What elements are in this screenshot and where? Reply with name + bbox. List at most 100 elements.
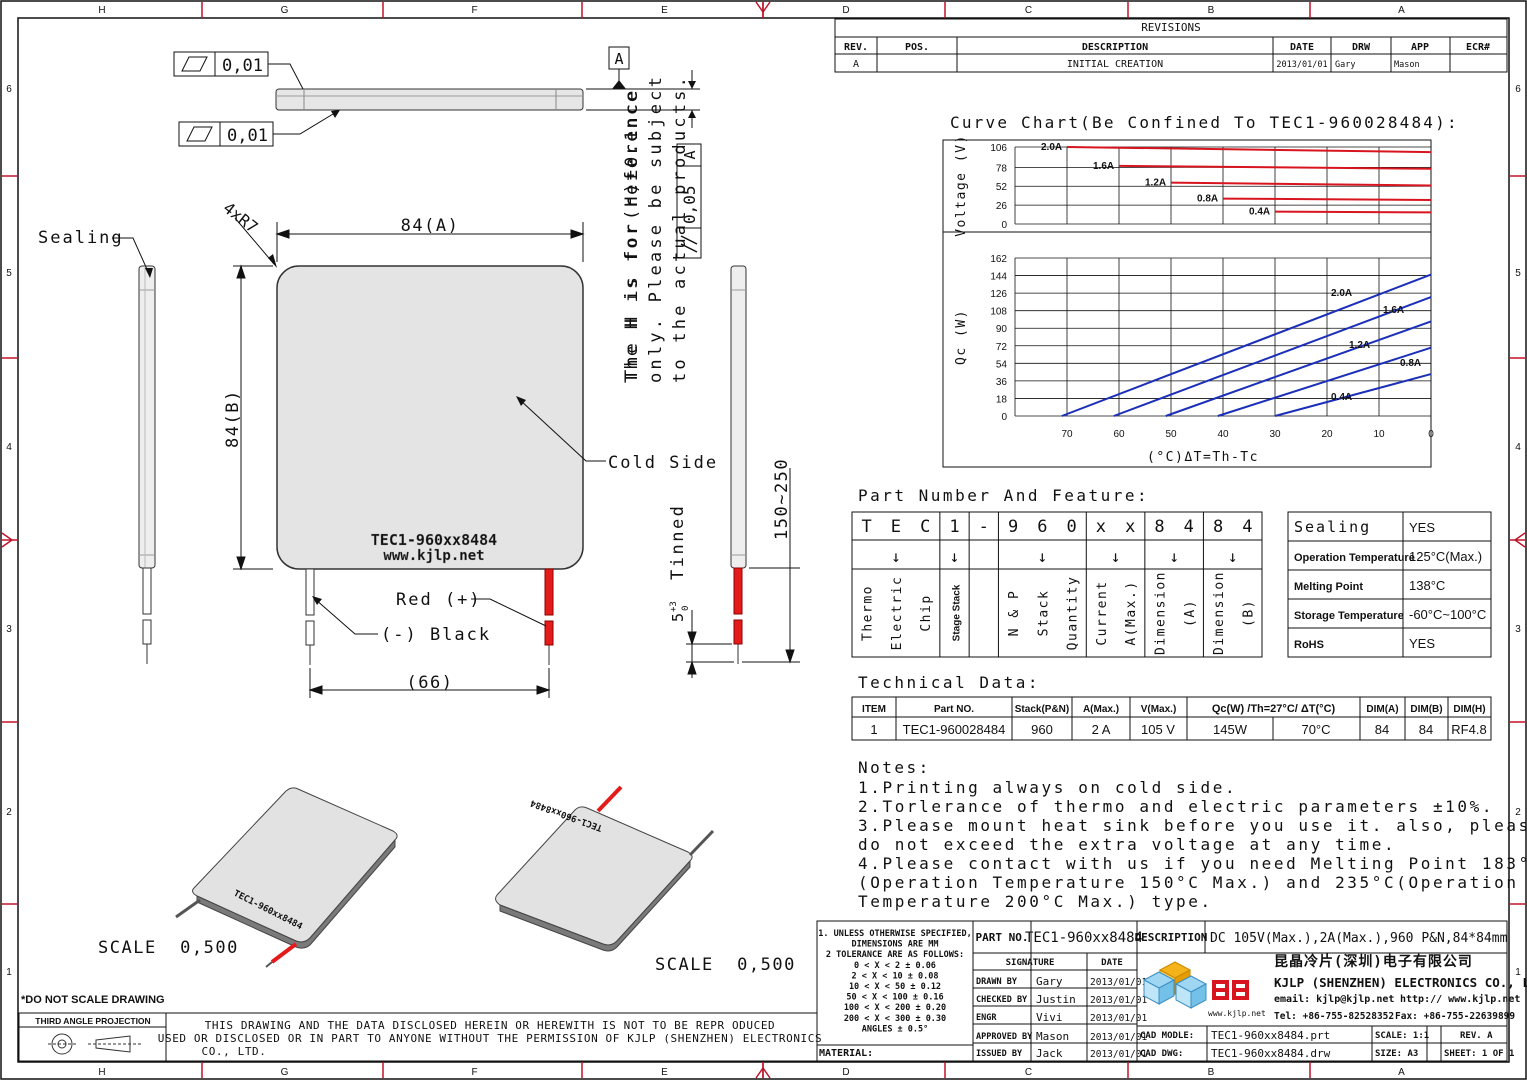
border-row-label: 4: [1515, 442, 1521, 453]
y-tick-label: 106: [990, 143, 1007, 154]
disclaimer: THIS DRAWING AND THE DATA DISCLOSED HERE…: [158, 1019, 822, 1058]
y-tick-label: 18: [996, 394, 1008, 405]
chart-title: Curve Chart(Be Confined To TEC1-96002848…: [950, 113, 1459, 132]
part-number-char: 8: [1154, 517, 1164, 537]
feature-name: Melting Point: [1294, 581, 1363, 593]
series-label: 1.2A: [1349, 340, 1370, 351]
y-tick-label: 144: [990, 272, 1007, 283]
tolerance-line: 50 < X < 100 ± 0.16: [846, 993, 943, 1003]
part-number-char: 1: [949, 517, 959, 537]
tech-cell: 145W: [1213, 722, 1248, 737]
part-number-field-label: A(Max.): [1124, 580, 1139, 645]
y-tick-label: 108: [990, 307, 1007, 318]
series-line: [1118, 164, 1432, 170]
tech-header: A(Max.): [1083, 704, 1119, 715]
notes-list: 1.Printing always on cold side.2.Torlera…: [858, 778, 1527, 911]
tolerance-line: ANGLES ± 0.5°: [862, 1024, 929, 1034]
revision-header: DRW: [1352, 42, 1371, 53]
signoff-role: DRAWN BY: [976, 977, 1018, 987]
signoff-date: 2013/01/01: [1090, 1049, 1147, 1060]
note-line: (Operation Temperature 150°C Max.) and 2…: [858, 873, 1519, 892]
svg-text:The H is for reference: The H is for reference: [622, 89, 642, 380]
right-side-view: [730, 265, 747, 664]
part-number-field-label: Thermo: [861, 585, 876, 641]
border-col-label: A: [1398, 5, 1405, 16]
cold-side-label: Cold Side: [608, 453, 718, 473]
tech-cell: 960: [1031, 722, 1053, 737]
tech-header: Part NO.: [934, 704, 974, 715]
signoff-date: 2013/01/01: [1090, 1013, 1147, 1024]
tin-length-label: 5: [669, 613, 687, 622]
y-tick-label: 90: [996, 324, 1008, 335]
flatness-frame-1: 0,01: [173, 51, 304, 90]
tech-header: DIM(H): [1453, 704, 1485, 715]
series-label: 2.0A: [1041, 142, 1062, 153]
series-label: 1.2A: [1145, 178, 1166, 189]
revision-cell: Mason: [1394, 60, 1420, 70]
y-axis-label: Qc (W): [954, 309, 969, 365]
wire-length-label: 150~250: [772, 458, 792, 540]
revision-cell: 2013/01/01: [1276, 60, 1327, 70]
rev-value: REV. A: [1460, 1031, 1493, 1041]
down-arrow-icon: ↓: [1228, 547, 1238, 566]
y-tick-label: 36: [996, 377, 1008, 388]
down-arrow-icon: ↓: [1169, 547, 1179, 566]
part-number-char: 8: [1213, 517, 1223, 537]
tech-cell: 84: [1419, 722, 1433, 737]
part-number-field-label: (B): [1241, 599, 1256, 627]
signature-label: SIGNATURE: [1006, 958, 1055, 968]
technical-title: Technical Data:: [858, 673, 1040, 692]
note-line: 3.Please mount heat sink before you use …: [858, 816, 1527, 835]
border-row-label: 1: [6, 967, 12, 978]
revision-cell: INITIAL CREATION: [1067, 59, 1163, 70]
x-tick-label: 10: [1373, 429, 1385, 440]
feature-value: 138°C: [1409, 578, 1445, 593]
tolerance-line: 10 < X < 50 ± 0.12: [849, 982, 941, 992]
part-number-char: x: [1125, 517, 1135, 537]
series-label: 0.4A: [1331, 392, 1352, 403]
company-fax: Fax: +86-755-22639899: [1395, 1011, 1515, 1022]
series-line: [1222, 197, 1432, 202]
feature-value: -60°C~100°C: [1409, 607, 1486, 622]
y-tick-label: 54: [996, 359, 1008, 370]
third-angle-projection-icon: [48, 1033, 142, 1055]
dim-66-label: (66): [407, 673, 454, 693]
dim-a-label: 84(A): [401, 216, 460, 236]
datum-a: A: [608, 46, 630, 89]
x-tick-label: 30: [1269, 429, 1281, 440]
svg-text:A: A: [681, 150, 699, 159]
border-col-label: E: [661, 1067, 668, 1078]
part-number-char: 4: [1184, 517, 1194, 537]
note-line: 4.Please contact with us if you need Mel…: [858, 854, 1527, 873]
border-col-label: F: [471, 1067, 477, 1078]
tech-cell: 84: [1375, 722, 1389, 737]
sealing-label: Sealing: [38, 228, 124, 248]
border-row-label: 6: [1515, 84, 1521, 95]
revision-header: APP: [1411, 42, 1429, 53]
flatness-icon: [186, 126, 213, 142]
tech-header: ITEM: [862, 704, 886, 715]
revision-header: ECR#: [1466, 42, 1490, 53]
series-line: [1170, 181, 1432, 187]
dim-wire-length: [686, 468, 800, 678]
tech-cell: 105 V: [1141, 722, 1175, 737]
series-label: 2.0A: [1331, 288, 1352, 299]
border-row-label: 2: [1515, 807, 1521, 818]
sheet-value: SHEET: 1 OF 1: [1444, 1049, 1514, 1059]
tolerance-line: 0 < X < 2 ± 0.06: [854, 961, 936, 971]
note-line: 1.Printing always on cold side.: [858, 778, 1237, 797]
series-line: [1113, 296, 1432, 417]
date-label: DATE: [1101, 958, 1123, 968]
tech-cell: 2 A: [1092, 722, 1111, 737]
do-not-scale: *DO NOT SCALE DRAWING: [21, 994, 165, 1006]
series-label: 1.6A: [1383, 305, 1404, 316]
border-col-label: D: [842, 5, 849, 16]
border-col-label: F: [471, 5, 477, 16]
series-label: 0.8A: [1197, 194, 1218, 205]
signoff-role: ISSUED BY: [976, 1049, 1023, 1059]
tolerance-line: 100 < X < 200 ± 0.20: [844, 1003, 946, 1013]
